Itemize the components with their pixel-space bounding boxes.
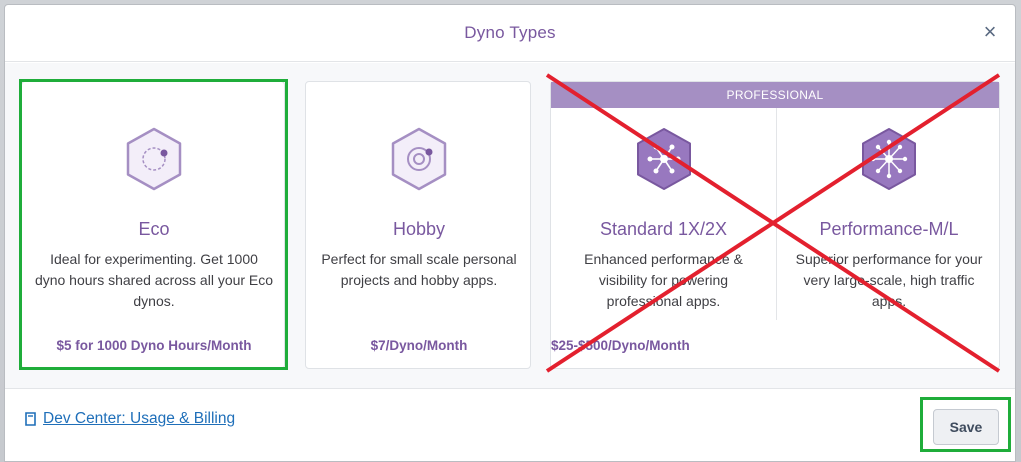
save-button[interactable]: Save	[933, 409, 999, 445]
plan-performance[interactable]: Performance-M/L Superior performance for…	[777, 82, 1001, 332]
performance-dyno-icon	[862, 128, 916, 190]
plan-card-hobby[interactable]: Hobby Perfect for small scale personal p…	[305, 81, 531, 369]
plan-description: Superior performance for your very large…	[795, 251, 983, 309]
dev-center-link[interactable]: Dev Center: Usage & Billing	[25, 410, 235, 428]
standard-dyno-icon	[636, 128, 691, 190]
modal-header: Dyno Types ×	[5, 5, 1015, 62]
plan-card-professional: PROFESSIONAL Standard 1X/2	[550, 81, 1000, 369]
plan-card-eco[interactable]: Eco Ideal for experimenting. Get 1000 dy…	[21, 81, 285, 369]
plan-description: Ideal for experimenting. Get 1000 dyno h…	[34, 251, 274, 309]
plan-name: Hobby	[392, 219, 446, 239]
plan-price: $25-$500/Dyno/Month	[551, 338, 690, 353]
modal-title: Dyno Types	[464, 23, 556, 42]
plan-name: Eco	[138, 219, 170, 239]
plan-eco: Eco Ideal for experimenting. Get 1000 dy…	[22, 82, 286, 370]
plan-price: $5 for 1000 Dyno Hours/Month	[56, 338, 252, 353]
plan-price: $7/Dyno/Month	[370, 338, 468, 353]
close-icon[interactable]: ×	[983, 19, 997, 44]
plan-description: Enhanced performance & visibility for po…	[584, 251, 743, 309]
plan-hobby: Hobby Perfect for small scale personal p…	[306, 82, 532, 370]
dyno-types-modal: Dyno Types × Eco Ideal for experimenting…	[4, 4, 1016, 462]
eco-dyno-icon	[126, 127, 182, 191]
hobby-dyno-icon	[391, 127, 447, 191]
plan-name: Performance-M/L	[819, 219, 959, 239]
modal-body: Eco Ideal for experimenting. Get 1000 dy…	[5, 63, 1015, 389]
modal-footer: Dev Center: Usage & Billing Save	[5, 390, 1015, 461]
plan-standard[interactable]: Standard 1X/2X Enhanced performance & vi…	[551, 82, 776, 332]
plan-description: Perfect for small scale personal project…	[321, 251, 517, 288]
plan-name: Standard 1X/2X	[599, 219, 728, 239]
dev-center-link-label: Dev Center: Usage & Billing	[43, 410, 236, 427]
book-icon	[25, 412, 36, 426]
